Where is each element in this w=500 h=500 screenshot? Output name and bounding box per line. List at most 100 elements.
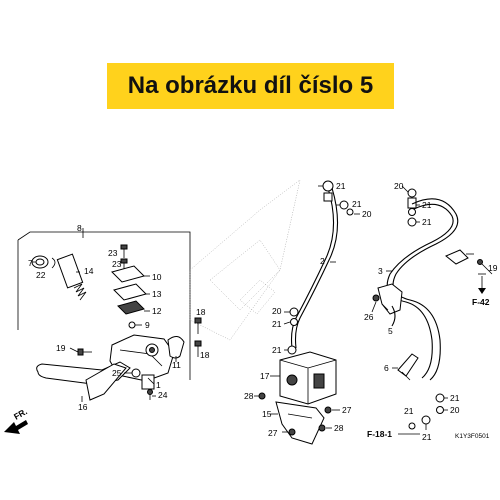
callout-21-lr: 21 [450, 393, 460, 403]
callout-16: 16 [78, 402, 88, 412]
callout-21-right-b: 21 [422, 217, 432, 227]
part-2-hose-a [290, 187, 335, 349]
callout-28a: 28 [244, 391, 254, 401]
part-21-washer-right-top [407, 188, 417, 198]
leader-5 [381, 303, 389, 311]
callout-1: 1 [156, 380, 161, 390]
part-17-motor [313, 373, 325, 389]
part-3-hose-a [392, 198, 459, 381]
callout-9: 9 [145, 320, 150, 330]
callout-7: 7 [28, 258, 33, 268]
callout-5: 5 [388, 326, 393, 336]
callout-27b: 27 [268, 428, 278, 438]
part-6-clip-leg [401, 371, 411, 381]
callout-20-right: 20 [394, 181, 404, 191]
callout-21-bottom: 21 [422, 432, 432, 442]
front-arrow: FR. [4, 406, 29, 434]
banner-text: Na obrázku díl číslo 5 [127, 72, 374, 99]
part-11-clamp [167, 336, 185, 359]
part-20-bolt-right [408, 208, 416, 216]
callout-18a: 18 [196, 307, 206, 317]
callout-24: 24 [158, 390, 168, 400]
part-9-float [128, 321, 136, 329]
right-hose-group [371, 185, 493, 435]
part-20-bolt-top [346, 208, 354, 216]
ref-f42: F-42 [472, 276, 490, 307]
leader-19 [69, 347, 79, 353]
part-28-bolt-a [258, 392, 266, 400]
ref-f18: F-18-1 [367, 429, 392, 439]
callout-12: 12 [152, 306, 162, 316]
part-4-clamp [445, 249, 469, 265]
part-2-hose-b [294, 187, 339, 349]
part-16-lever-arm [85, 363, 127, 401]
part-28-bolt-b [318, 424, 326, 432]
part-3-hose-b [386, 203, 454, 379]
callout-25: 25 [112, 368, 122, 378]
part-14-spring [73, 283, 87, 301]
part-21-washer-b [339, 200, 349, 210]
callout-15: 15 [262, 409, 272, 419]
part-1-port-hole [149, 347, 155, 353]
part-22-clip-inner [35, 258, 45, 266]
diagram-code: K1Y3F0501 [455, 433, 490, 440]
part-21-washer-mid [290, 318, 298, 326]
callout-3: 3 [378, 266, 383, 276]
part-7-circlip [51, 257, 56, 269]
callout-21-bl: 21 [404, 406, 414, 416]
part-17-edges [279, 359, 337, 404]
callout-13: 13 [152, 289, 162, 299]
assembly-8-frame [17, 231, 191, 380]
fr-arrow-icon [4, 420, 28, 434]
fr-label: FR. [12, 406, 29, 422]
part-23-screw-head-a [120, 244, 128, 250]
part-13-plate [113, 283, 147, 301]
frame-outline-inner [209, 239, 281, 311]
callout-21-low: 21 [272, 345, 282, 355]
callout-20-mid: 20 [272, 306, 282, 316]
leader-1 [147, 377, 155, 385]
part-21-washer-lr [435, 393, 445, 403]
callout-21-top: 21 [336, 181, 346, 191]
f18-label: F-18-1 [367, 429, 392, 439]
callout-10: 10 [152, 272, 162, 282]
part-21-washer-right [407, 217, 417, 227]
part-15-bracket [275, 401, 325, 445]
hose-2-top-fitting [323, 192, 333, 202]
callout-20-lr: 20 [450, 405, 460, 415]
callout-23b: 23 [112, 259, 122, 269]
part-5-pipe-joint [377, 283, 403, 315]
part-27-bolt-a [324, 406, 332, 414]
upper-hose-group [189, 179, 360, 355]
callout-22: 22 [36, 270, 46, 280]
callout-14: 14 [84, 266, 94, 276]
master-cylinder-group [17, 228, 202, 402]
part-6-clip [397, 353, 419, 377]
part-17-valve [286, 374, 298, 386]
callout-20-top: 20 [362, 209, 372, 219]
leader-20-right [401, 185, 409, 193]
callout-28b: 28 [334, 423, 344, 433]
leader-21-mid [283, 321, 291, 325]
part-12-diaphragm [117, 300, 145, 315]
part-27-bolt-b [288, 428, 296, 436]
callout-26: 26 [364, 312, 374, 322]
leader-26 [371, 301, 377, 313]
part-21-washer-low [287, 345, 297, 355]
callout-2: 2 [320, 256, 325, 266]
abs-modulator-group [254, 351, 340, 445]
part-21-washer-top [322, 180, 334, 192]
callout-19: 19 [56, 343, 66, 353]
callout-numbers: 8 7 22 14 23 23 10 13 12 9 18 18 11 19 2… [28, 181, 498, 442]
f42-label: F-42 [472, 297, 490, 307]
part-5-pipe [391, 305, 396, 327]
part-21-washer-bottom [421, 415, 431, 425]
part-23-screw-head-b [120, 258, 128, 264]
callout-8: 8 [77, 223, 82, 233]
part-18-bolt-head-a [194, 317, 202, 324]
part-25-nut [131, 368, 141, 378]
callout-19-right: 19 [488, 263, 498, 273]
callout-11: 11 [172, 360, 181, 370]
f42-arrow-head [478, 288, 486, 294]
